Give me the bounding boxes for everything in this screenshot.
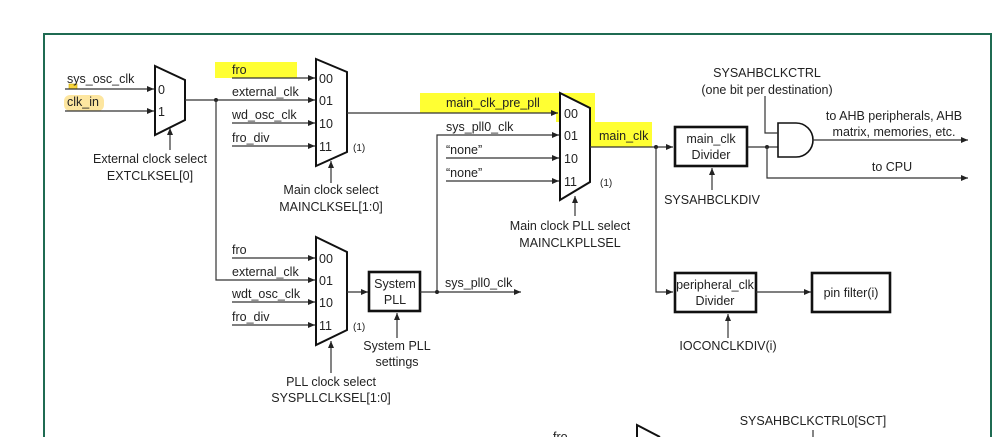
label-clk-in: clk_in	[67, 95, 99, 109]
cpu-label: to CPU	[872, 160, 912, 174]
pll-sel-reg: MAINCLKPLLSEL	[519, 236, 620, 250]
ext-clock-mux	[154, 64, 186, 137]
system-pll-label: System	[374, 277, 416, 291]
main-clock-mux	[315, 57, 348, 168]
wire-main-clk-periph	[655, 147, 673, 295]
wire-sys-pll0-feedback	[436, 132, 559, 292]
note: (1)	[353, 322, 365, 333]
label-wdt-osc-clk: wdt_osc_clk	[231, 287, 301, 301]
port-01: 01	[319, 94, 333, 108]
pll-settings-label: settings	[375, 355, 418, 369]
divider-label: Divider	[696, 294, 735, 308]
label-main-clk: main_clk	[599, 129, 649, 143]
pin-filter-box	[810, 271, 892, 314]
note: (1)	[600, 178, 612, 189]
pll-settings-label: System PLL	[363, 339, 430, 353]
divider-label: peripheral_clk	[676, 278, 755, 292]
highlight-main-clk	[591, 122, 652, 147]
system-pll-box	[367, 270, 422, 313]
label-sys-pll0-clk: sys_pll0_clk	[446, 120, 514, 134]
port-00: 00	[564, 107, 578, 121]
divider-label: Divider	[692, 148, 731, 162]
label-fro: fro	[553, 430, 568, 437]
label-wd-osc-clk: wd_osc_clk	[231, 108, 297, 122]
pll-clock-mux	[315, 235, 348, 347]
port-10: 10	[319, 117, 333, 131]
and-gate	[777, 122, 814, 158]
port-01: 01	[319, 274, 333, 288]
label-main-clk-pre-pll: main_clk_pre_pll	[446, 96, 540, 110]
main-mux-label: Main clock select	[283, 183, 379, 197]
wire-to-cpu	[766, 147, 968, 181]
ext-mux-reg: EXTCLKSEL[0]	[107, 169, 193, 183]
ahb-label: matrix, memories, etc.	[833, 125, 956, 139]
sysahbclkctrl-note: (one bit per destination)	[701, 83, 832, 97]
pll-mux-reg: SYSPLLCLKSEL[1:0]	[271, 391, 391, 405]
main-clk-divider	[673, 125, 749, 168]
highlight-fro	[215, 62, 297, 78]
port-10: 10	[319, 296, 333, 310]
page-frame	[43, 33, 992, 437]
port-01: 01	[564, 129, 578, 143]
main-clock-pll-mux	[559, 91, 591, 202]
divider-label: main_clk	[686, 132, 736, 146]
ext-mux-label: External clock select	[93, 152, 207, 166]
ioconclkdiv-label: IOCONCLKDIV(i)	[679, 339, 776, 353]
port-10: 10	[564, 152, 578, 166]
port-11: 11	[319, 140, 332, 154]
label-sys-pll0-clk: sys_pll0_clk	[445, 276, 513, 290]
highlight-main-clk-pre-pll	[420, 93, 559, 113]
main-mux-reg: MAINCLKSEL[1:0]	[279, 200, 383, 214]
label-none: “none”	[446, 143, 482, 157]
label-fro-div: fro_div	[232, 131, 270, 145]
ahb-label: to AHB peripherals, AHB	[826, 109, 962, 123]
label-sys-osc-clk: sys_osc_clk	[67, 72, 135, 86]
port-00: 00	[319, 252, 333, 266]
partial-mux	[636, 423, 661, 437]
highlight-clk-in	[64, 95, 104, 111]
pll-mux-label: PLL clock select	[286, 375, 376, 389]
port-11: 11	[564, 175, 577, 189]
label-external-clk: external_clk	[232, 265, 299, 279]
pll-sel-label: Main clock PLL select	[510, 219, 631, 233]
note: (1)	[353, 143, 365, 154]
label-fro-div: fro_div	[232, 310, 270, 324]
label-none: “none”	[446, 166, 482, 180]
sysahbclkctrl0-sct-label: SYSAHBCLKCTRL0[SCT]	[740, 414, 887, 428]
ctrl-sysahbclkctrl	[764, 96, 778, 134]
label-fro: fro	[232, 63, 247, 77]
sysahbclkctrl-label: SYSAHBCLKCTRL	[713, 66, 821, 80]
port-1: 1	[158, 105, 165, 119]
port-0: 0	[158, 83, 165, 97]
wire-external-clk-pll	[215, 100, 315, 283]
label-external-clk: external_clk	[232, 85, 299, 99]
system-pll-label: PLL	[384, 293, 406, 307]
label-fro: fro	[232, 243, 247, 257]
junction	[435, 290, 439, 294]
port-11: 11	[319, 319, 332, 333]
pin-filter-label: pin filter(i)	[824, 286, 879, 300]
port-00: 00	[319, 72, 333, 86]
sysahbclkdiv-label: SYSAHBCLKDIV	[664, 193, 761, 207]
